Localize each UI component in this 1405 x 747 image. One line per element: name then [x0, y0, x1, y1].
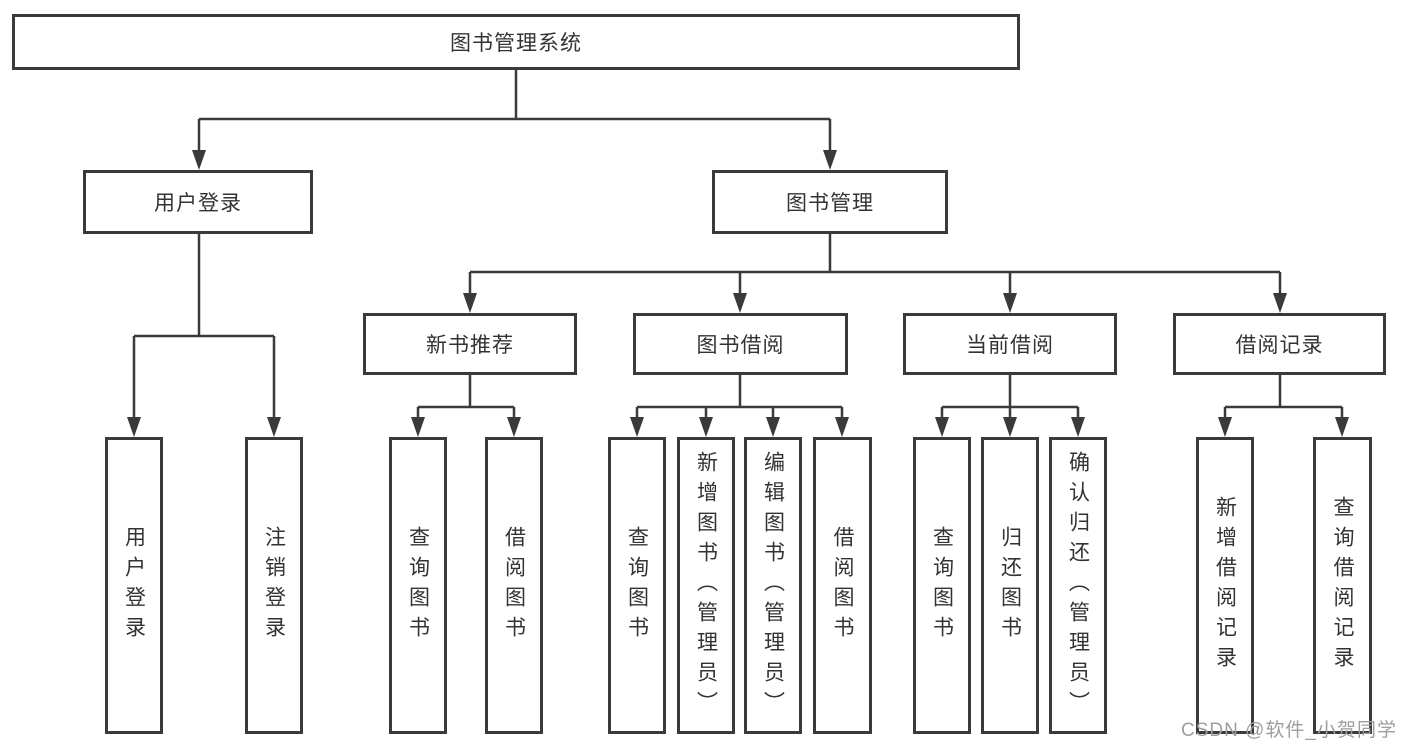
- node-borrowing-records: 借阅记录: [1173, 313, 1386, 375]
- node-label: 新增图书（管理员）: [694, 450, 718, 721]
- node-label: 确认归还（管理员）: [1066, 450, 1090, 721]
- leaf-add-books-admin: 新增图书（管理员）: [677, 437, 735, 734]
- node-label: 图书管理系统: [450, 32, 582, 55]
- node-label: 查询图书: [930, 525, 954, 646]
- leaf-return-books: 归还图书: [981, 437, 1039, 734]
- csdn-watermark: CSDN @软件_小贺同学: [1181, 720, 1397, 741]
- leaf-query-books-borrowing: 查询图书: [608, 437, 666, 734]
- node-label: 归还图书: [998, 525, 1022, 646]
- leaf-query-borrow-record: 查询借阅记录: [1313, 437, 1372, 734]
- node-label: 图书借阅: [696, 334, 785, 357]
- node-new-book-recommendation: 新书推荐: [363, 313, 577, 375]
- leaf-logout: 注销登录: [245, 437, 303, 734]
- leaf-add-borrow-record: 新增借阅记录: [1196, 437, 1254, 734]
- node-label: 借阅图书: [831, 525, 854, 646]
- leaf-borrow-books-recommend: 借阅图书: [485, 437, 543, 734]
- node-label: 编辑图书（管理员）: [761, 450, 785, 721]
- leaf-edit-books-admin: 编辑图书（管理员）: [744, 437, 802, 734]
- node-label: 查询图书: [406, 525, 430, 646]
- node-book-management-branch: 图书管理: [712, 170, 948, 234]
- node-label: 新增借阅记录: [1213, 495, 1237, 676]
- leaf-query-books-recommend: 查询图书: [389, 437, 447, 734]
- node-label: 借阅记录: [1235, 334, 1324, 357]
- leaf-query-books-current: 查询图书: [913, 437, 971, 734]
- node-label: 用户登录: [122, 525, 146, 646]
- node-label: 当前借阅: [966, 334, 1054, 357]
- node-current-borrowing: 当前借阅: [903, 313, 1117, 375]
- node-label: 借阅图书: [502, 525, 526, 646]
- node-book-borrowing: 图书借阅: [633, 313, 848, 375]
- node-label: 查询图书: [625, 525, 649, 646]
- node-label: 用户登录: [154, 192, 242, 215]
- node-label: 图书管理: [786, 192, 874, 215]
- leaf-user-login: 用户登录: [105, 437, 163, 734]
- node-label: 新书推荐: [426, 334, 514, 357]
- node-user-login-branch: 用户登录: [83, 170, 313, 234]
- node-library-management-system: 图书管理系统: [12, 14, 1020, 70]
- node-label: 查询借阅记录: [1331, 495, 1354, 676]
- leaf-borrow-books-borrowing: 借阅图书: [813, 437, 872, 734]
- node-label: 注销登录: [262, 525, 286, 646]
- leaf-confirm-return-admin: 确认归还（管理员）: [1049, 437, 1107, 734]
